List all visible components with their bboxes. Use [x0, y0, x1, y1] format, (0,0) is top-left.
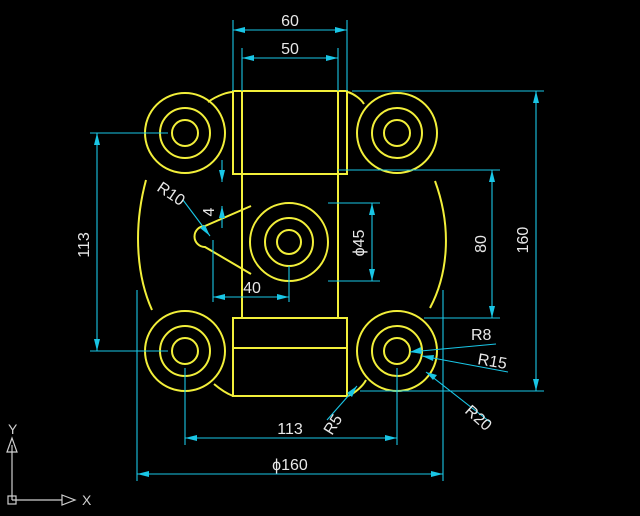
dim-r15: R15	[476, 351, 508, 373]
dim-160-vertical: 160	[515, 227, 532, 254]
part-geometry	[137, 90, 447, 397]
dim-r10: R10	[154, 179, 188, 210]
dim-r8: R8	[471, 327, 492, 344]
dim-40: 40	[243, 280, 261, 297]
top-block-inner	[241, 90, 339, 175]
dim-4: 4	[201, 207, 218, 216]
dim-113-vertical: 113	[76, 232, 93, 258]
dimension-labels: 60 50 113 160 80 ϕ45 40 4 R10 113 ϕ160 R…	[76, 13, 532, 474]
dim-113-horizontal: 113	[277, 421, 303, 438]
dim-50: 50	[281, 41, 299, 58]
dim-r5: R5	[321, 412, 346, 438]
dim-phi160: ϕ160	[272, 457, 308, 474]
dim-r20: R20	[461, 402, 494, 434]
dim-60: 60	[281, 13, 299, 30]
lug-top-right	[356, 92, 438, 174]
dim-80-vertical: 80	[473, 235, 490, 253]
ucs-icon: Y X	[6, 421, 92, 508]
bottom-block	[232, 317, 348, 397]
ucs-x-label: X	[82, 492, 92, 508]
top-block	[232, 90, 348, 175]
dim-phi45: ϕ45	[351, 230, 368, 257]
dimensions	[90, 20, 544, 481]
ucs-y-label: Y	[8, 421, 18, 437]
main-body-outline	[137, 91, 447, 397]
